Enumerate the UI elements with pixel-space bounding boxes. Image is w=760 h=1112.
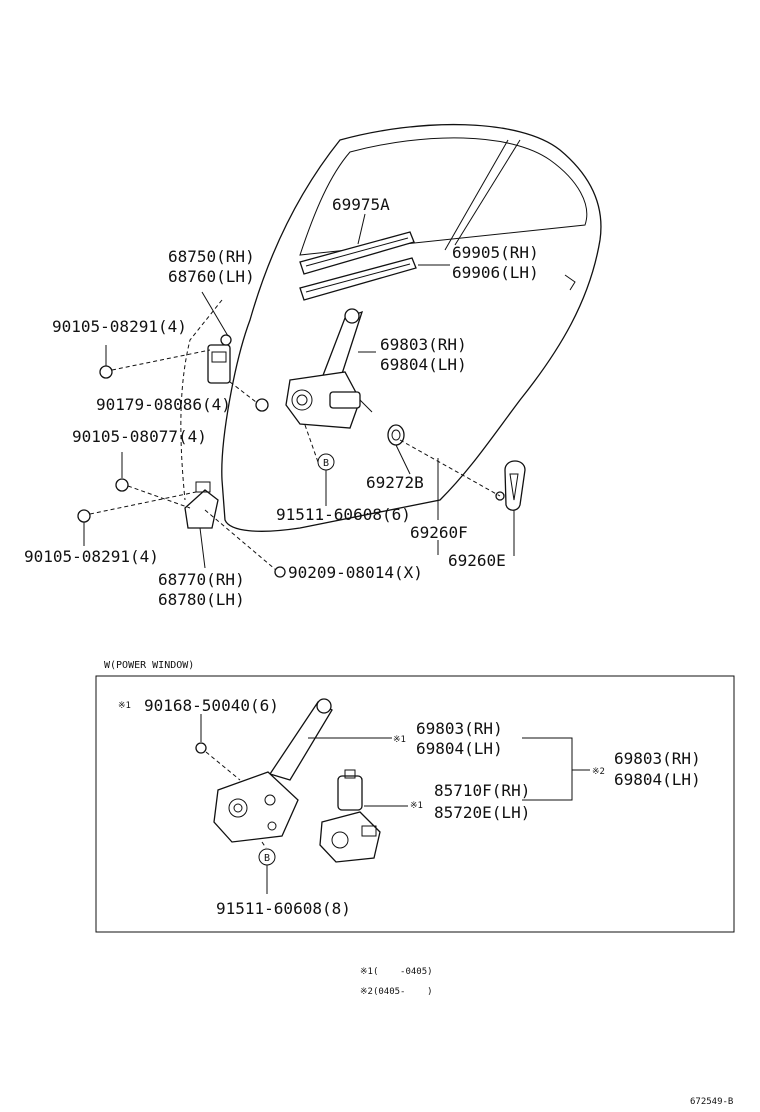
bolt-90105-08291-bottom: [77, 491, 197, 546]
label-85720e: 85720E(LH): [434, 803, 530, 822]
label-69906: 69906(LH): [452, 263, 539, 282]
note-mark-2: ※2: [592, 767, 605, 777]
label-69975a: 69975A: [332, 195, 390, 214]
label-69804-set: 69804(LH): [614, 770, 701, 789]
ref-b-label-lower: B: [264, 853, 270, 864]
label-69803-upper: 69803(RH): [380, 335, 467, 354]
window-regulator-69803: [285, 308, 373, 429]
label-69260e: 69260E: [448, 551, 506, 570]
label-69272b: 69272B: [366, 473, 424, 492]
footnote-1: ※1( -0405): [360, 967, 433, 977]
bolt-90105-08291-top: [99, 345, 211, 379]
label-85710f: 85710F(RH): [434, 781, 530, 800]
bolt-90168-50040: [195, 742, 207, 754]
label-68750: 68750(RH): [168, 247, 255, 266]
label-69803-lower: 69803(RH): [416, 719, 503, 738]
grommet-69272b: [387, 424, 411, 475]
label-69804-lower: 69804(LH): [416, 739, 503, 758]
label-90168-50040: 90168-50040(6): [144, 696, 279, 715]
glass-run-strip-69905: [299, 257, 417, 301]
door-hinge-68770: [184, 481, 219, 529]
label-90209-08014: 90209-08014(X): [288, 563, 423, 582]
section-title: W(POWER WINDOW): [104, 660, 194, 671]
ref-b-label-upper: B: [323, 458, 329, 469]
clip-90209-08014: [274, 566, 286, 578]
door-lock-68750: [207, 334, 232, 384]
label-91511-60608-6: 91511-60608(6): [276, 505, 411, 524]
label-69803-set: 69803(RH): [614, 749, 701, 768]
power-window-box: [95, 675, 735, 933]
power-regulator-arm: [213, 698, 333, 843]
power-window-motor: [319, 769, 381, 863]
label-69804-upper: 69804(LH): [380, 355, 467, 374]
label-90105-08291-bottom: 90105-08291(4): [24, 547, 159, 566]
note-mark-1-bolt: ※1: [118, 701, 131, 711]
inside-handle-69260e: [495, 460, 526, 511]
label-69905: 69905(RH): [452, 243, 539, 262]
door-outline: [180, 123, 602, 532]
note-mark-1-motor: ※1: [410, 801, 423, 811]
diagram-id: 672549-B: [690, 1097, 733, 1107]
label-68770: 68770(RH): [158, 570, 245, 589]
footnote-2: ※2(0405- ): [360, 987, 433, 997]
label-90179-08086: 90179-08086(4): [96, 395, 231, 414]
label-69260f: 69260F: [410, 523, 468, 542]
label-68780: 68780(LH): [158, 590, 245, 609]
nut-90179-08086: [229, 381, 269, 412]
label-90105-08291-top: 90105-08291(4): [52, 317, 187, 336]
note-mark-1-regulator: ※1: [393, 735, 406, 745]
label-91511-60608-8: 91511-60608(8): [216, 899, 351, 918]
label-68760: 68760(LH): [168, 267, 255, 286]
label-90105-08077: 90105-08077(4): [72, 427, 207, 446]
glass-run-strip-69975a: [299, 231, 415, 275]
bolt-90105-08077: [115, 452, 191, 509]
